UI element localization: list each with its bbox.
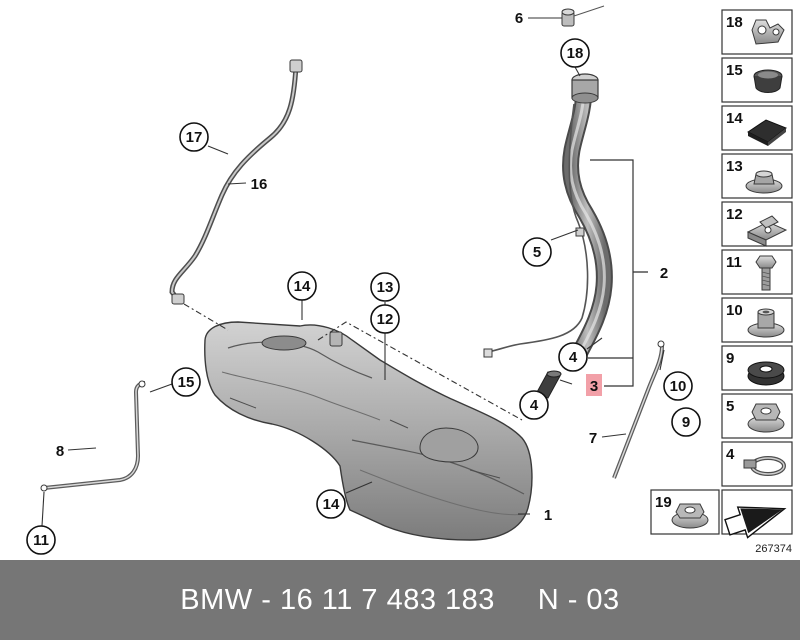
callout-11: 11 xyxy=(26,525,56,555)
callout-15: 14 xyxy=(316,489,346,519)
legend-item-11[interactable]: 11 xyxy=(721,249,793,295)
legend-item-15[interactable]: 15 xyxy=(721,57,793,103)
svg-text:6: 6 xyxy=(515,10,523,27)
highlight-box xyxy=(586,374,602,396)
svg-text:4: 4 xyxy=(569,349,578,366)
legend-item-9[interactable]: 9 xyxy=(721,345,793,391)
flange-nut-icon xyxy=(671,503,709,529)
callout-13: 13 xyxy=(370,272,400,302)
callout-14: 14 xyxy=(287,271,317,301)
foam-pad-icon xyxy=(747,119,787,146)
filler-cap-valve xyxy=(561,5,605,27)
svg-text:16: 16 xyxy=(251,176,268,193)
diagram-reference-number: 267374 xyxy=(755,543,792,555)
tank-strap-right xyxy=(612,340,665,479)
svg-text:1: 1 xyxy=(544,507,552,524)
callout-16: 15 xyxy=(171,367,201,397)
pipe-clip-icon xyxy=(751,19,785,45)
svg-text:13: 13 xyxy=(377,279,394,296)
collar-nut-icon xyxy=(745,170,783,194)
svg-text:12: 12 xyxy=(726,206,743,223)
hose-clamp-icon xyxy=(743,456,786,476)
callout-1: 1 xyxy=(544,507,552,524)
legend-item-10[interactable]: 10 xyxy=(721,297,793,343)
svg-text:12: 12 xyxy=(377,311,394,328)
see-also-arrow-icon xyxy=(724,506,787,539)
svg-text:15: 15 xyxy=(178,374,195,391)
svg-text:5: 5 xyxy=(533,244,541,261)
callout-4-lower: 4 xyxy=(519,390,549,420)
legend-item-18[interactable]: 18 xyxy=(721,9,793,55)
legend-item-5[interactable]: 5 xyxy=(721,393,793,439)
fuel-tank xyxy=(204,321,533,541)
svg-text:10: 10 xyxy=(726,302,743,319)
filler-neck-head xyxy=(571,73,599,237)
svg-text:7: 7 xyxy=(589,430,597,447)
svg-text:9: 9 xyxy=(682,414,690,431)
legend-item-19[interactable]: 19 xyxy=(650,489,720,535)
callout-19: 18 xyxy=(560,38,590,68)
dash-leaders xyxy=(183,303,523,421)
callout-8: 8 xyxy=(56,443,64,460)
svg-text:13: 13 xyxy=(726,158,743,175)
callout-5: 5 xyxy=(522,237,552,267)
svg-text:17: 17 xyxy=(186,129,203,146)
callout-10: 10 xyxy=(663,371,693,401)
rubber-plug-icon xyxy=(753,69,783,93)
washer-bushing-icon xyxy=(747,308,785,338)
svg-text:2: 2 xyxy=(660,265,668,282)
svg-text:15: 15 xyxy=(726,62,743,79)
footer-bar: BMW - 16 11 7 483 183 N - 03 xyxy=(0,560,800,640)
legend-item-12[interactable]: 12 xyxy=(721,201,793,247)
vent-line xyxy=(169,59,303,305)
callout-17: 16 xyxy=(251,176,268,193)
svg-text:9: 9 xyxy=(726,350,734,367)
callouts: 1 2 3 4 4 5 6 7 8 9 xyxy=(26,10,701,555)
svg-text:5: 5 xyxy=(726,398,734,415)
filler-pipe xyxy=(483,73,613,358)
clip-nut-icon xyxy=(746,215,788,247)
leader-lines xyxy=(41,17,665,527)
hex-bolt-icon xyxy=(755,255,777,291)
callout-4-upper: 4 xyxy=(558,342,588,372)
svg-text:19: 19 xyxy=(655,494,672,511)
svg-text:8: 8 xyxy=(56,443,64,460)
callout-18: 17 xyxy=(179,122,209,152)
parts-legend: 18 15 14 xyxy=(650,9,793,555)
svg-text:3: 3 xyxy=(590,378,598,395)
parts-diagram-stage: 1 2 3 4 4 5 6 7 8 9 xyxy=(26,5,793,555)
svg-text:11: 11 xyxy=(726,254,742,271)
svg-text:10: 10 xyxy=(670,378,687,395)
callout-2: 2 xyxy=(660,265,668,282)
legend-item-4[interactable]: 4 xyxy=(721,441,793,487)
svg-text:18: 18 xyxy=(567,45,584,62)
connecting-hose xyxy=(535,370,562,399)
callout-7: 7 xyxy=(589,430,597,447)
legend-item-13[interactable]: 13 xyxy=(721,153,793,199)
hex-flange-nut-icon xyxy=(747,403,785,433)
svg-text:4: 4 xyxy=(530,397,539,414)
svg-text:4: 4 xyxy=(726,446,735,463)
svg-text:14: 14 xyxy=(323,496,340,513)
part-number-title: BMW - 16 11 7 483 183 N - 03 xyxy=(180,584,620,616)
callout-6: 6 xyxy=(515,10,523,27)
callout-3: 3 xyxy=(586,374,602,396)
legend-see-also[interactable] xyxy=(721,489,793,542)
svg-text:14: 14 xyxy=(294,278,311,295)
rubber-grommet-icon xyxy=(747,361,785,386)
parts-diagram: 1 2 3 4 4 5 6 7 8 9 xyxy=(26,5,793,555)
callout-9: 9 xyxy=(671,407,701,437)
callout-12: 12 xyxy=(370,304,400,334)
svg-text:14: 14 xyxy=(726,110,743,127)
svg-text:18: 18 xyxy=(726,14,743,31)
legend-item-14[interactable]: 14 xyxy=(721,105,793,151)
tank-strap-left xyxy=(40,380,146,492)
svg-text:11: 11 xyxy=(33,532,49,549)
